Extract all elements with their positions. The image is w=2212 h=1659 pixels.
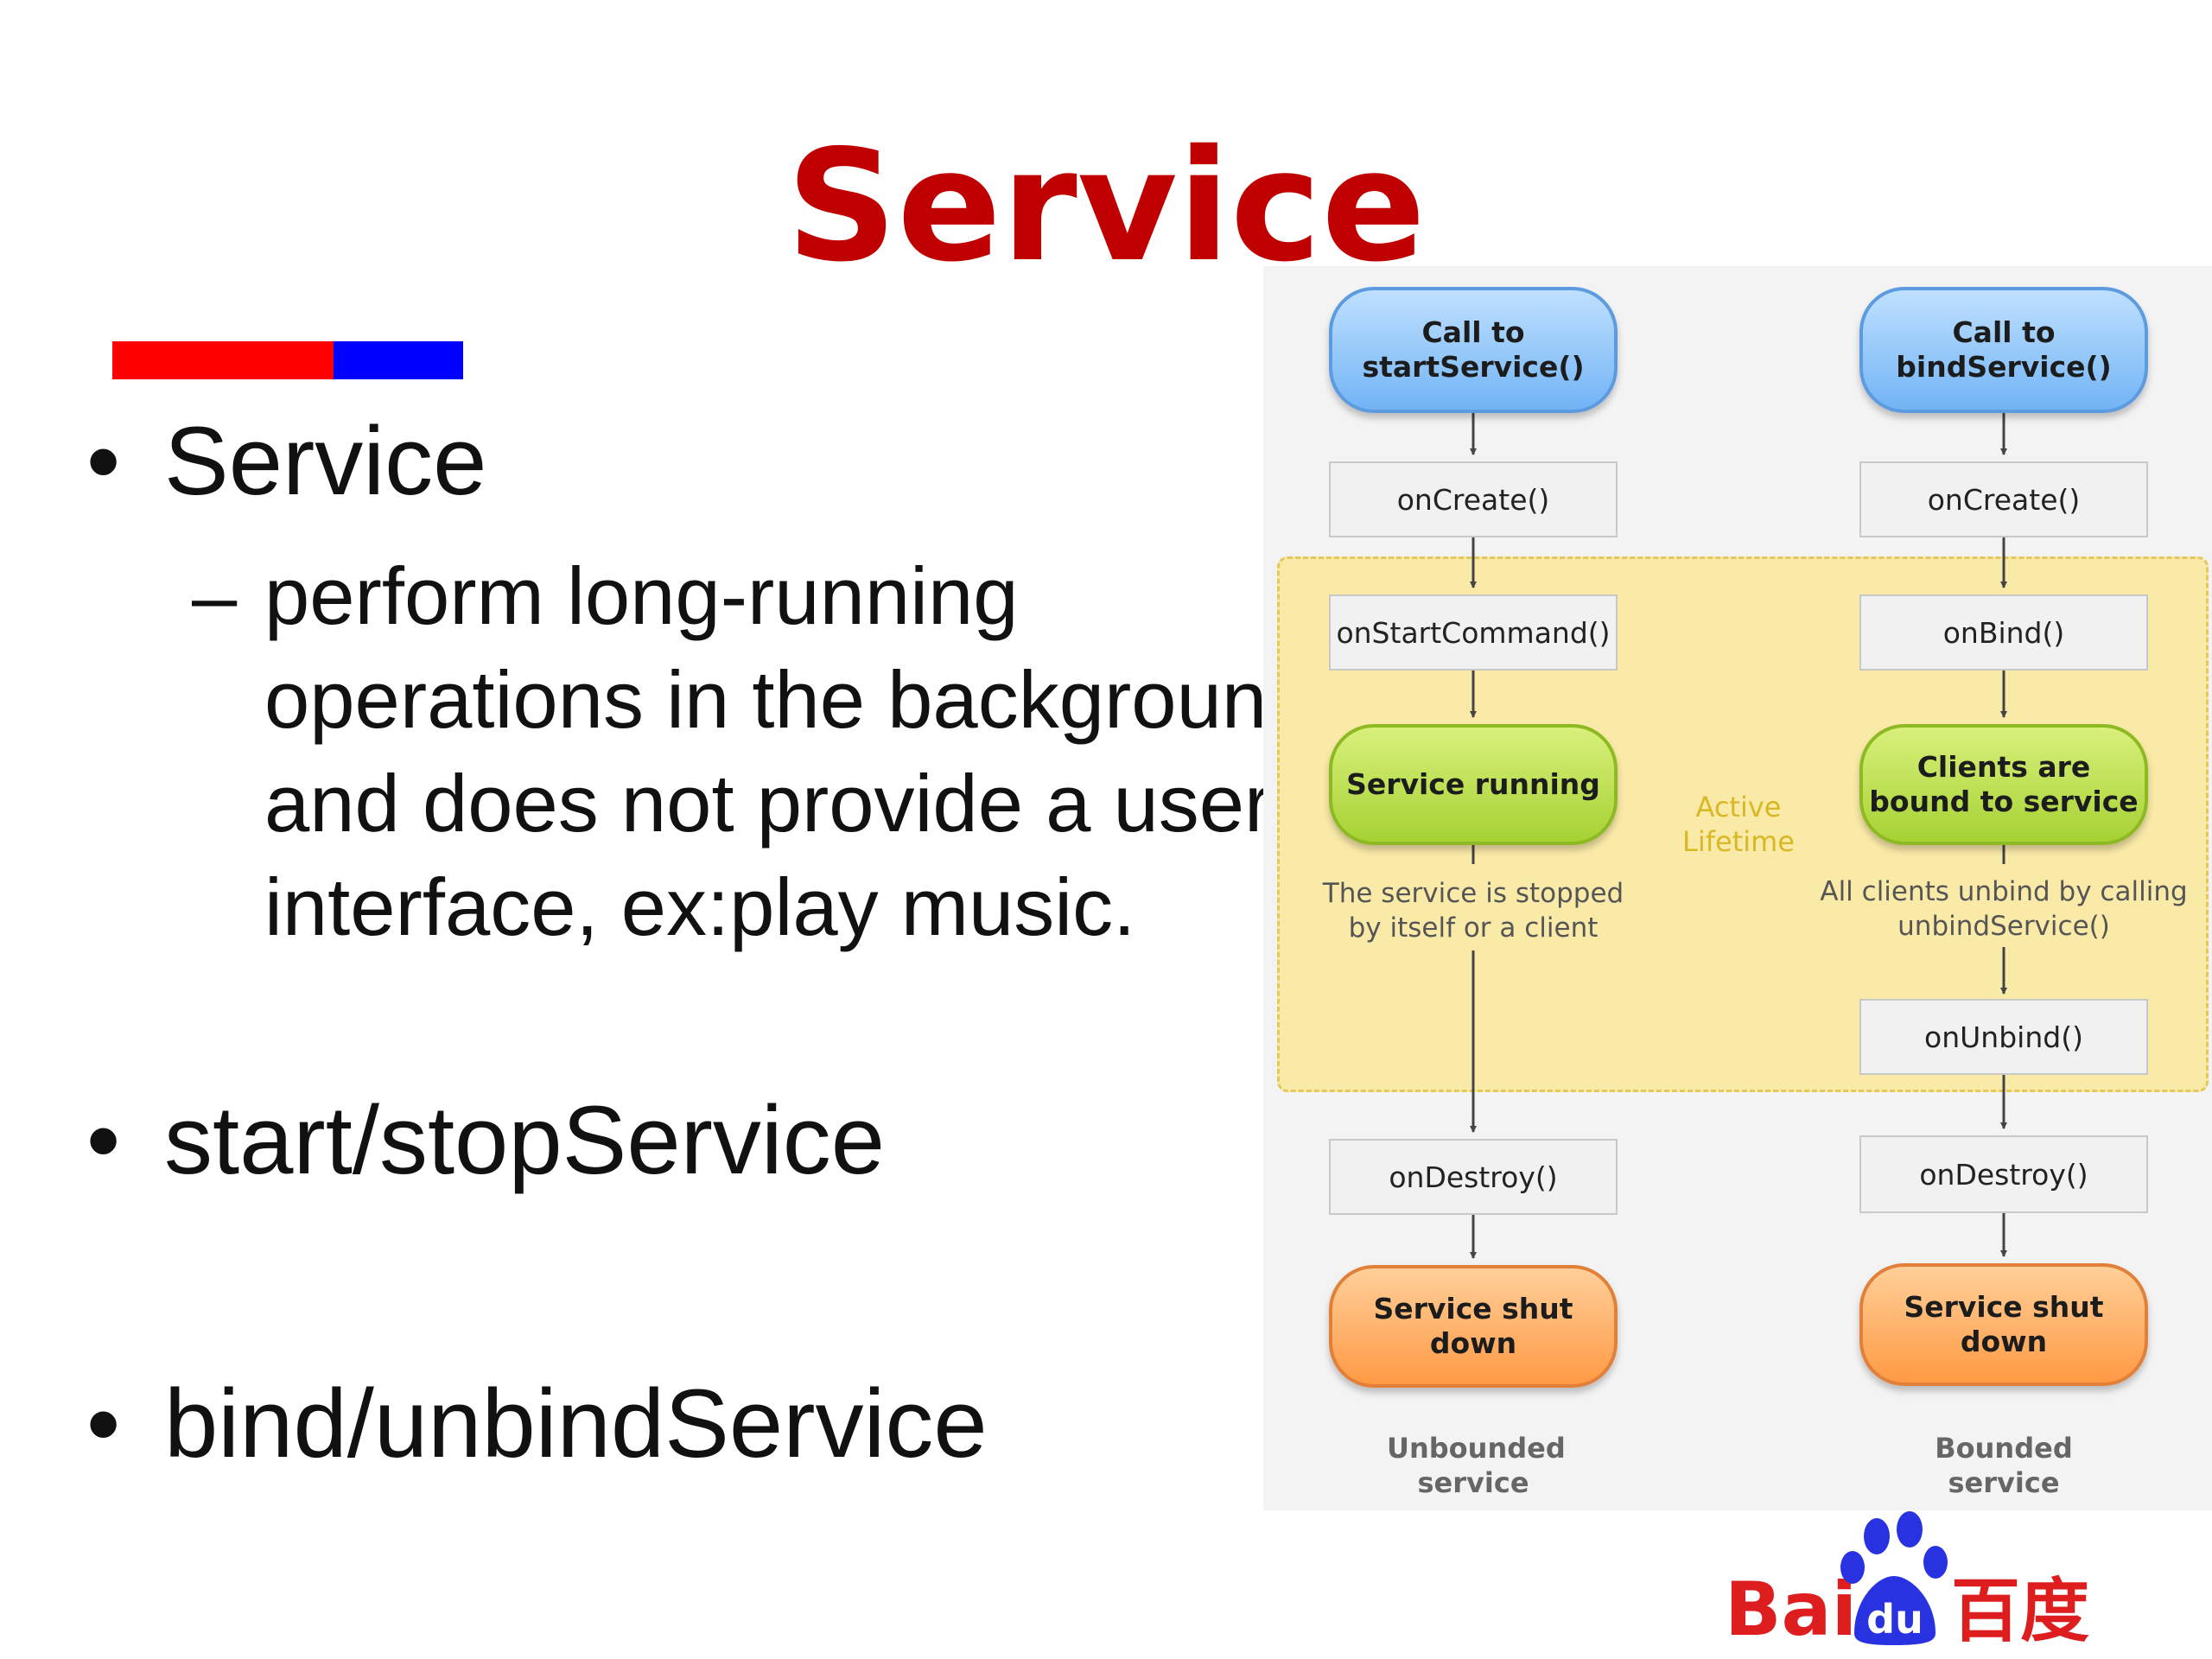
bullet-start-stop: •start/stopService <box>86 1086 886 1194</box>
baidu-logo: Bai du 百度 <box>1725 1503 2105 1653</box>
bullet-dot: • <box>86 407 121 515</box>
svg-text:百度: 百度 <box>1951 1571 2089 1650</box>
call-start-service-node: Call to startService() <box>1329 287 1618 413</box>
unbounded-service-caption: Unbounded service <box>1387 1432 1566 1499</box>
accent-bar-blue <box>334 341 463 379</box>
bullet-service: •Service <box>86 407 487 515</box>
service-lifecycle-diagram: Call to startService() onCreate() onStar… <box>1263 266 2212 1510</box>
right-ondestroy-box: onDestroy() <box>1859 1135 2148 1213</box>
svg-text:Bai: Bai <box>1725 1567 1857 1650</box>
left-oncreate-box: onCreate() <box>1329 461 1618 537</box>
right-oncreate-box: onCreate() <box>1859 461 2148 537</box>
sub-text: perform long-running operations in the b… <box>264 550 1313 952</box>
onstartcommand-box: onStartCommand() <box>1329 594 1618 671</box>
onbind-box: onBind() <box>1859 594 2148 671</box>
slide-title: Service <box>786 117 1426 296</box>
service-running-node: Service running <box>1329 724 1618 845</box>
clients-bound-node: Clients are bound to service <box>1859 724 2148 845</box>
connector-lines <box>1470 413 2007 1259</box>
stopped-note: The service is stopped by itself or a cl… <box>1322 878 1624 944</box>
left-service-shutdown-node: Service shut down <box>1329 1265 1618 1388</box>
left-ondestroy-box: onDestroy() <box>1329 1139 1618 1215</box>
sub-dash: – <box>192 550 238 641</box>
bullet-dot: • <box>86 1370 121 1478</box>
active-lifetime-label: Active Lifetime <box>1682 791 1795 858</box>
right-service-shutdown-node: Service shut down <box>1859 1263 2148 1386</box>
bounded-service-caption: Bounded service <box>1935 1432 2073 1499</box>
call-bind-service-node: Call to bindService() <box>1859 287 2148 413</box>
bullet-bind-unbind: •bind/unbindService <box>86 1370 988 1478</box>
svg-text:du: du <box>1866 1596 1923 1643</box>
accent-bar-red <box>112 341 334 379</box>
onunbind-box: onUnbind() <box>1859 999 2148 1075</box>
unbind-note: All clients unbind by calling unbindServ… <box>1820 876 2188 942</box>
bullet-dot: • <box>86 1086 121 1194</box>
